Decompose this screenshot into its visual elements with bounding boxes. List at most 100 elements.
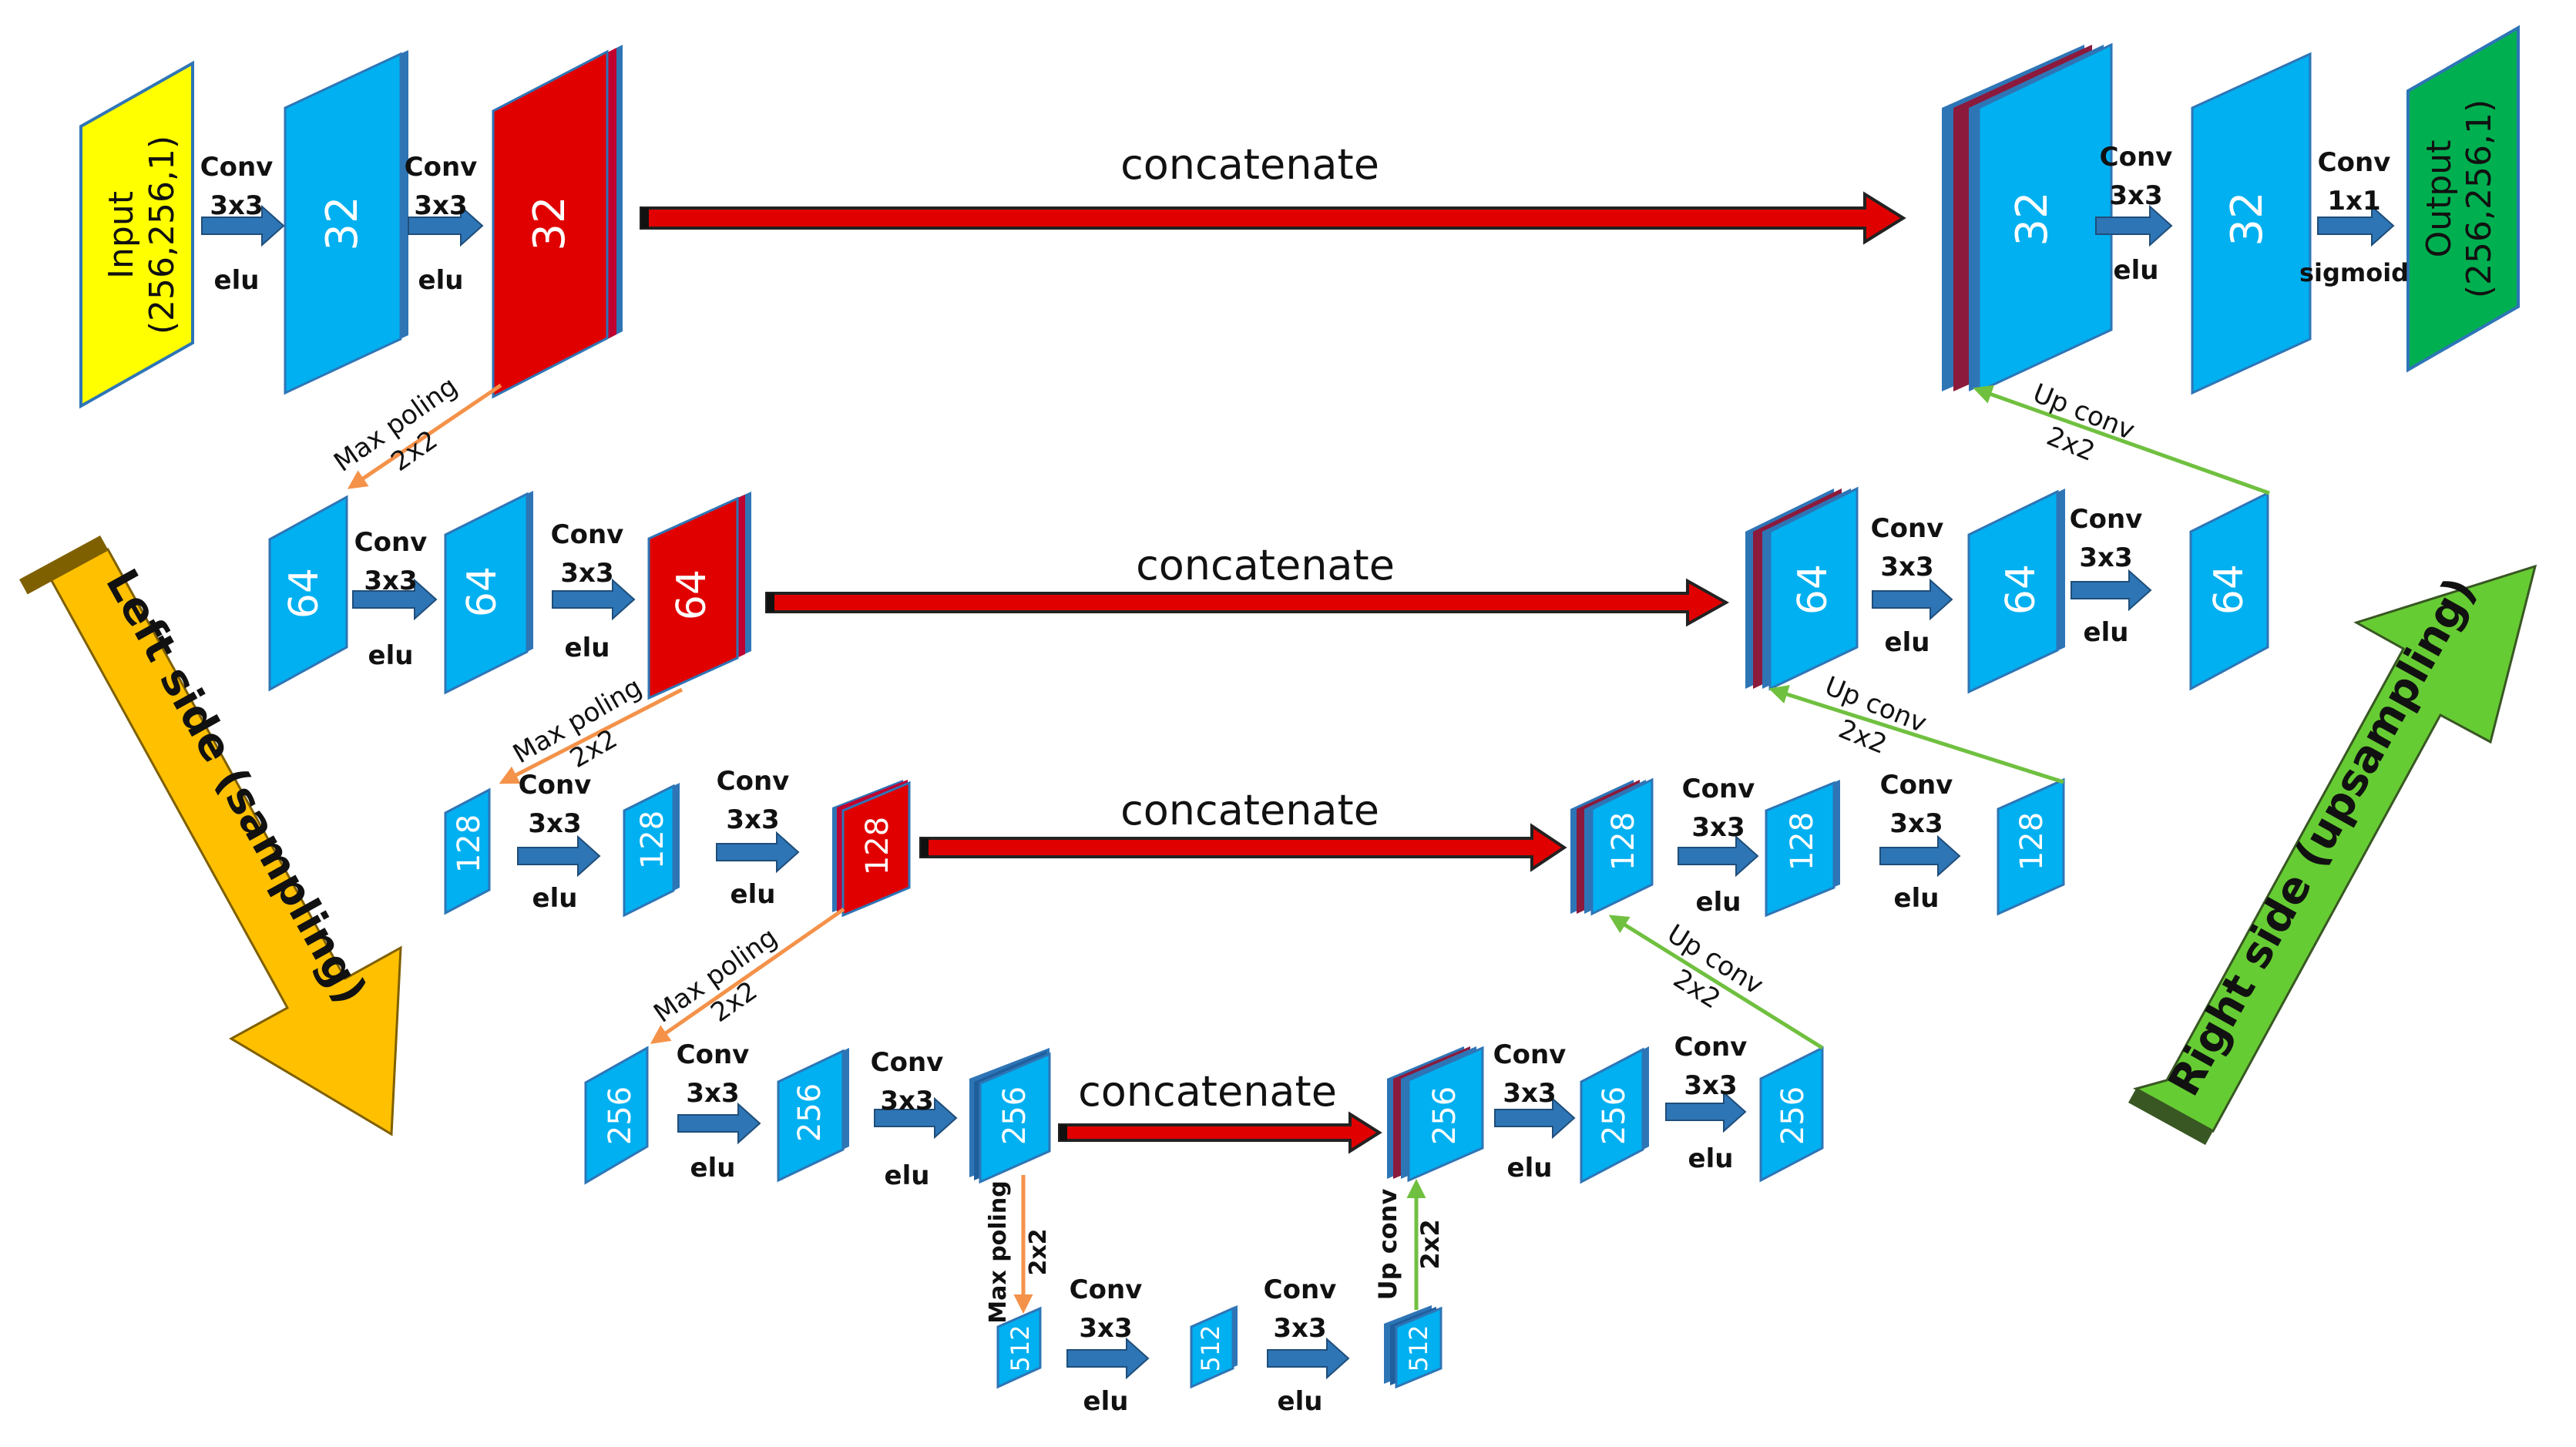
activation-label: elu	[1688, 1143, 1734, 1174]
dec4-concat-block: 256	[1387, 1046, 1484, 1183]
conv-label: Conv	[1682, 774, 1755, 804]
block-label: 64	[459, 566, 505, 617]
kernel-label: 3x3	[364, 566, 417, 596]
activation-label: elu	[1885, 627, 1930, 658]
kernel-label: 3x3	[1503, 1078, 1556, 1109]
enc3-conv-b: 128	[832, 780, 911, 918]
enc2-conv-b: 64	[647, 492, 751, 700]
dec3-conv-b: 128	[1997, 777, 2065, 916]
conv-label: Conv	[1674, 1032, 1748, 1063]
block-label: 128	[1785, 812, 1820, 871]
enc2-conv-a: 64	[444, 491, 533, 695]
activation-label: elu	[730, 879, 776, 910]
enc4-conv-a: 256	[777, 1048, 849, 1183]
concat-arrows	[640, 191, 1906, 1154]
kernel-label: 3x3	[210, 190, 263, 221]
maxpool-arrow	[650, 907, 845, 1044]
block-label: 128	[452, 814, 487, 873]
conv-label: Conv	[2100, 142, 2173, 173]
conv-arrow	[2095, 204, 2173, 247]
block-label: 512	[1006, 1324, 1035, 1371]
enc3-pool-out: 128	[444, 787, 491, 915]
upconv-arrows	[1406, 384, 2270, 1310]
maxpool-arrow	[347, 383, 502, 489]
conv-label: Conv	[1493, 1039, 1567, 1070]
concat-label: concatenate	[1078, 1067, 1337, 1116]
block-label: 256	[1775, 1086, 1811, 1145]
enc4-conv-b: 256	[969, 1048, 1051, 1184]
conv-label: Conv	[405, 152, 478, 183]
block-label: 32	[2222, 191, 2272, 246]
output-shape: (256,256,1)	[2460, 99, 2499, 298]
conv-arrow	[1872, 578, 1953, 621]
conv-arrow	[2071, 569, 2152, 612]
conv-arrow	[1678, 834, 1759, 878]
kernel-label: 3x3	[686, 1078, 739, 1109]
conv-label: Conv	[871, 1047, 944, 1078]
kernel-label: 3x3	[880, 1086, 933, 1116]
concat-arrow-level4	[1058, 1111, 1382, 1154]
bottleneck-conv-b: 512	[1384, 1305, 1442, 1389]
enc4-pool-out: 256	[584, 1046, 649, 1185]
activation-label: elu	[1894, 883, 1940, 914]
block-label: 64	[2206, 564, 2252, 615]
block-label: 32	[525, 196, 575, 250]
block-label: 64	[281, 568, 327, 619]
concat-label: concatenate	[1120, 786, 1379, 834]
block-label: 256	[1427, 1086, 1463, 1145]
dec2-conv-a: 64	[1967, 488, 2065, 694]
block-label: 512	[1196, 1324, 1225, 1371]
kernel-label: 3x3	[1889, 808, 1943, 839]
maxpool-label: Max poling	[985, 1180, 1012, 1323]
dec3-concat-block: 128	[1570, 777, 1654, 916]
kernel-label: 3x3	[414, 190, 467, 221]
activation-label: elu	[1278, 1386, 1323, 1417]
dec2-concat-block: 64	[1745, 486, 1859, 691]
block-label: 128	[1606, 812, 1641, 871]
conv-label: Conv	[551, 519, 624, 550]
kernel-label: 3x3	[528, 808, 581, 839]
upconv-arrow	[1973, 384, 2270, 495]
dec1-conv: 32	[2191, 52, 2312, 395]
conv-label: Conv	[677, 1039, 750, 1070]
enc1-conv-b: 32	[492, 45, 623, 399]
conv-arrow	[874, 1096, 958, 1140]
conv-arrow	[1066, 1337, 1150, 1380]
activation-label: elu	[565, 633, 610, 663]
block-label: 128	[860, 817, 895, 875]
conv-label: Conv	[1070, 1274, 1143, 1305]
kernel-label: 3x3	[2109, 180, 2162, 211]
concat-label: concatenate	[1120, 140, 1379, 189]
activation-label: elu	[418, 265, 464, 296]
conv-arrow	[201, 204, 285, 247]
activation-label: elu	[690, 1153, 736, 1183]
block-label: 32	[317, 196, 368, 250]
kernel-label: 3x3	[1079, 1313, 1132, 1344]
activation-label: elu	[532, 883, 578, 914]
activation-label: elu	[2084, 617, 2129, 648]
conv-label: Conv	[1871, 513, 1944, 544]
kernel-label: 3x3	[560, 558, 613, 589]
kernel-label: 3x3	[1880, 552, 1933, 582]
dec1-concat-block: 32	[1942, 42, 2113, 394]
block-label: 256	[792, 1083, 828, 1142]
block-label: 256	[603, 1086, 638, 1145]
dec4-conv-a: 256	[1580, 1046, 1649, 1184]
upconv-arrow	[1768, 685, 2064, 784]
activation-label: elu	[214, 265, 260, 296]
conv-arrow	[352, 578, 438, 621]
kernel-label: 3x3	[1273, 1313, 1326, 1344]
activation-label: elu	[1696, 887, 1741, 918]
conv-arrow	[716, 831, 800, 874]
upconv-arrow	[1608, 915, 1824, 1050]
block-label: 256	[1597, 1086, 1632, 1145]
conv-arrow	[1494, 1096, 1576, 1140]
output-label: Output	[2420, 140, 2459, 258]
concat-label: concatenate	[1136, 541, 1395, 589]
conv-label: Conv	[354, 527, 428, 558]
conv-label: Conv	[2070, 504, 2143, 535]
activation-label: sigmoid	[2299, 258, 2409, 287]
maxpool-arrow	[499, 687, 683, 784]
conv-label: Conv	[717, 766, 790, 797]
